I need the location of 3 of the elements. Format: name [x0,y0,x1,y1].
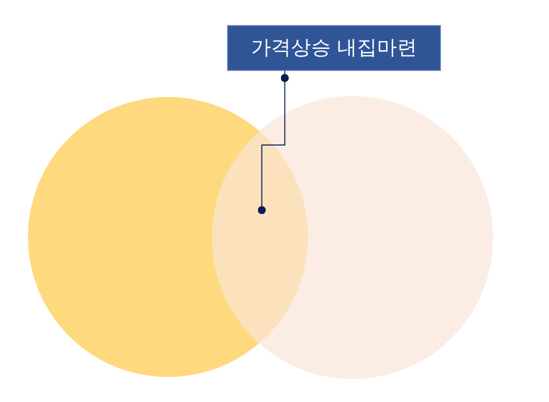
callout-box [227,25,441,71]
leader-line [258,70,289,214]
callout-label: 가격상승 내집마련 [251,36,417,61]
